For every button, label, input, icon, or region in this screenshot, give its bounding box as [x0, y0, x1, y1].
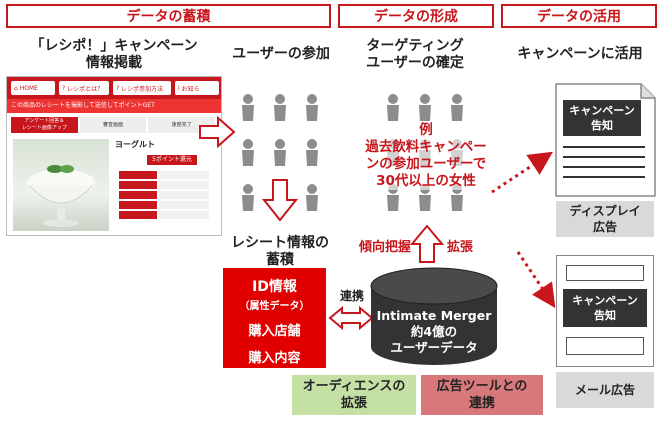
dotted-arrow-mail: [516, 251, 556, 308]
person-icon: [242, 139, 254, 166]
person-icon: [451, 94, 463, 121]
question-icon: ?: [62, 84, 68, 92]
detail-row: [119, 171, 209, 179]
person-icon: [387, 94, 399, 121]
database-label: Intimate Merger 約4億の ユーザーデータ: [376, 308, 492, 355]
link-arrow-icon: [328, 305, 374, 331]
product-name: ヨーグルト: [115, 140, 155, 149]
yogurt-photo: [13, 139, 109, 231]
display-ad-caption: ディスプレイ広告: [556, 201, 654, 237]
display-ad-line: [563, 166, 645, 168]
person-icon: [274, 139, 286, 166]
display-ad-line: [563, 146, 645, 148]
person-icon: [242, 94, 254, 121]
person-icon: [242, 184, 254, 211]
dotted-arrow-display: [491, 151, 554, 194]
mail-field: [566, 337, 644, 355]
person-icon: [306, 139, 318, 166]
trend-label: 傾向把握: [358, 240, 411, 255]
points-badge: 5ポイント還元: [147, 155, 197, 165]
target-example-text: 例 過去飲料キャンペー ンの参加ユーザーで 30代以上の女性: [356, 122, 496, 190]
arrow-right-icon: [199, 115, 236, 149]
site-step-tab-1: アンケート回答＆レシート画像アップ: [11, 117, 78, 133]
mail-field: [566, 265, 644, 281]
site-step-tabs: アンケート回答＆レシート画像アップ 審査画面 速度完了: [11, 117, 217, 133]
ad-tool-link-box: 広告ツールとの連携: [421, 375, 543, 415]
audience-expansion-box: オーディエンスの拡張: [292, 375, 416, 415]
detail-row: [119, 211, 209, 219]
targeting-title: ターゲティング ユーザーの確定: [366, 38, 464, 71]
person-icon: [306, 184, 318, 211]
person-icon: [274, 94, 286, 121]
site-nav-home: ⌂ HOME: [11, 81, 55, 95]
user-participation-title: ユーザーの参加: [232, 46, 330, 62]
question-icon: ?: [116, 84, 122, 92]
campaign-site-screenshot: ⌂ HOME ? レシポとは？ ? レシポ参加方法 i お知ら この商品のレシー…: [6, 76, 222, 236]
campaign-use-title: キャンペーンに活用: [517, 46, 643, 62]
person-icon: [306, 94, 318, 121]
link-label: 連携: [339, 289, 364, 303]
display-ad-line: [563, 156, 645, 158]
yogurt-bowl-icon: [27, 165, 95, 227]
header-data-utilization: データの活用: [501, 4, 657, 28]
info-icon: i: [178, 84, 182, 92]
arrow-up-icon: [409, 224, 445, 263]
display-ad-line: [563, 176, 645, 178]
site-step-tab-3: 速度完了: [148, 117, 216, 133]
detail-row: [119, 181, 209, 189]
site-strip: この商品のレシートを撮影して送信してポイントGET: [7, 99, 221, 113]
mail-ad-caption: メール広告: [556, 372, 654, 408]
person-icon: [419, 94, 431, 121]
database-cylinder: [370, 267, 498, 365]
arrow-down-icon: [261, 179, 299, 222]
mail-ad-block: キャンペーン告知: [563, 289, 647, 327]
detail-row: [119, 201, 209, 209]
detail-row: [119, 191, 209, 199]
site-step-tab-2: 審査画面: [79, 117, 147, 133]
fold-corner-icon: [640, 84, 655, 99]
receipt-accumulation-label: レシート情報の 蓄積: [231, 235, 329, 268]
site-nav-howto: ? レシポ参加方法: [113, 81, 171, 95]
display-ad-block: キャンペーン告知: [563, 100, 641, 136]
id-info-box: ID情報 （属性データ） 購入店舗 購入内容: [223, 268, 326, 368]
home-icon: ⌂: [14, 84, 20, 92]
header-data-accumulation: データの蓄積: [6, 4, 331, 28]
site-nav-info: i お知ら: [175, 81, 219, 95]
expand-label: 拡張: [446, 240, 473, 255]
campaign-info-title: 「レシポ！」キャンペーン 情報掲載: [30, 38, 198, 71]
header-data-formation: データの形成: [338, 4, 494, 28]
site-nav-about: ? レシポとは？: [59, 81, 109, 95]
